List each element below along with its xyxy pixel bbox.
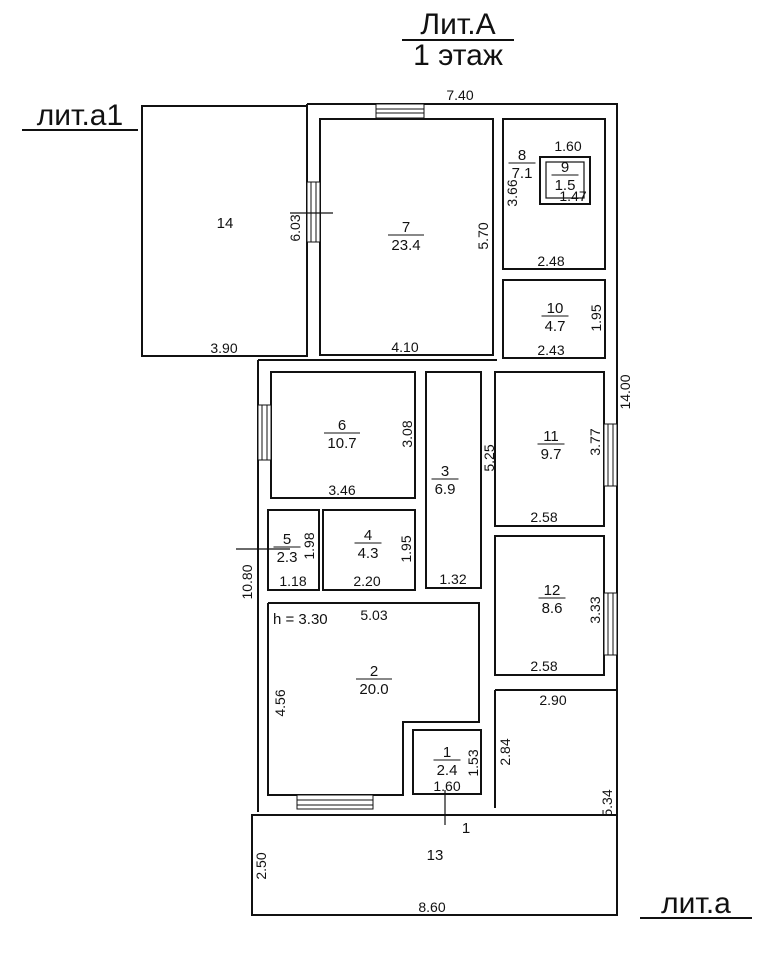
room-area: 7.1	[512, 165, 533, 182]
room-number: 5	[283, 531, 291, 548]
dimension-label: 4.10	[391, 339, 418, 355]
window-icon	[603, 592, 618, 656]
dimension-label: 6.03	[287, 214, 303, 241]
room-4-outline	[322, 509, 416, 591]
dimension-label: 2.84	[497, 738, 513, 765]
dimension-label: 4.56	[272, 689, 288, 716]
outer-wall	[251, 103, 618, 916]
floor-title: 1 этаж	[413, 39, 503, 72]
dimension-label: 7.40	[446, 87, 473, 103]
room-8-outline	[502, 118, 606, 270]
room-area: 20.0	[359, 681, 388, 698]
dimension-label: 8.60	[418, 899, 445, 915]
window-icon	[603, 423, 618, 487]
dimension-label: 14.00	[617, 374, 633, 409]
room-number: 1	[443, 744, 451, 761]
ceiling-height: h = 3.30	[273, 611, 328, 628]
lit-a-label: лит.а	[661, 887, 731, 920]
room-area: 6.9	[435, 481, 456, 498]
dimension-label: 2.50	[253, 852, 269, 879]
dimension-label: 1.32	[439, 571, 466, 587]
dimension-label: 1.95	[398, 535, 414, 562]
entry-label: 1	[462, 820, 470, 837]
room-1-outline	[412, 729, 482, 795]
lit-title: Лит.А	[420, 8, 495, 41]
dimension-label: 1.53	[465, 749, 481, 776]
dimension-label: 1.47	[559, 188, 586, 204]
dimension-label: 1.18	[279, 573, 306, 589]
dimension-label: 3.46	[328, 482, 355, 498]
dimension-label: 5.03	[360, 607, 387, 623]
room-number: 10	[547, 300, 564, 317]
dimension-label: 5.34	[599, 789, 615, 816]
room-number: 9	[561, 159, 569, 176]
lit-a1-label: лит.а1	[37, 99, 123, 132]
room-area: 8.6	[542, 600, 563, 617]
window-icon	[296, 794, 374, 810]
room-area: 4.7	[545, 318, 566, 335]
room-area: 2.4	[437, 762, 458, 779]
dimension-label: 1.60	[433, 778, 460, 794]
dimension-label: 3.08	[399, 420, 415, 447]
dimension-label: 3.66	[504, 179, 520, 206]
dimension-label: 1.60	[554, 138, 581, 154]
room-area: 9.7	[541, 446, 562, 463]
room-number: 2	[370, 663, 378, 680]
dimension-label: 3.33	[587, 596, 603, 623]
room-10-outline	[502, 279, 606, 359]
room-area: 2.3	[277, 549, 298, 566]
dimension-label: 1.95	[588, 304, 604, 331]
room-number: 3	[441, 463, 449, 480]
room-number: 12	[544, 582, 561, 599]
room-area: 4.3	[358, 545, 379, 562]
room-2-outline	[267, 602, 480, 796]
dimension-label: 2.43	[537, 342, 564, 358]
dimension-label: 2.48	[537, 253, 564, 269]
dimension-label: 2.58	[530, 509, 557, 525]
dimension-label: 1.98	[301, 532, 317, 559]
window-icon	[306, 181, 321, 243]
dimension-label: 5.25	[481, 444, 497, 471]
room-area: 1.5	[555, 177, 576, 194]
room-area: 10.7	[327, 435, 356, 452]
dimension-label: 3.90	[210, 340, 237, 356]
room-number: 13	[427, 847, 444, 864]
dimension-label: 2.20	[353, 573, 380, 589]
room-number: 4	[364, 527, 372, 544]
room-number: 6	[338, 417, 346, 434]
dimension-label: 2.90	[539, 692, 566, 708]
room-area: 23.4	[391, 237, 420, 254]
room-9-inner	[545, 161, 585, 199]
room-number: 8	[518, 147, 526, 164]
room-number: 11	[543, 428, 559, 445]
room-9-outline	[539, 156, 591, 205]
room-5-outline	[267, 509, 320, 591]
dimension-label: 10.80	[239, 564, 255, 599]
room-number: 14	[217, 215, 234, 232]
dimension-label: 2.58	[530, 658, 557, 674]
room-number: 7	[402, 219, 410, 236]
room-3-outline	[425, 371, 482, 589]
window-icon	[375, 103, 425, 119]
dimension-label: 3.77	[587, 428, 603, 455]
window-icon	[257, 404, 272, 461]
dimension-label: 5.70	[475, 222, 491, 249]
